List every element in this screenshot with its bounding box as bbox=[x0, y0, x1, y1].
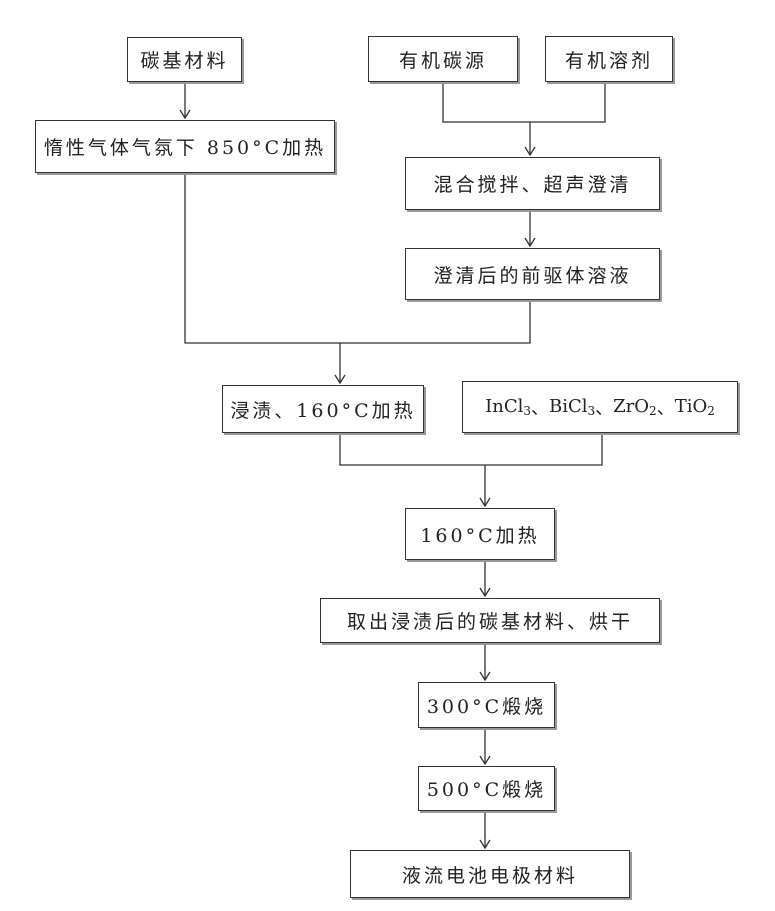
join-impregnate-additives bbox=[340, 433, 602, 465]
node-clarified-precursor: 澄清后的前驱体溶液 bbox=[405, 248, 660, 300]
additive-bicl3: BiCl3 bbox=[549, 396, 595, 418]
node-inert-gas-heat-label: 惰性气体气氛下 850°C加热 bbox=[44, 133, 326, 160]
node-mix-stir-ultrasonic-label: 混合搅拌、超声澄清 bbox=[433, 170, 631, 197]
node-additives: InCl3、BiCl3、ZrO2、TiO2 bbox=[462, 381, 738, 433]
node-remove-dry: 取出浸渍后的碳基材料、烘干 bbox=[320, 598, 660, 643]
node-calcine-500: 500°C煅烧 bbox=[418, 766, 555, 811]
node-heat-160-label: 160°C加热 bbox=[420, 521, 539, 548]
node-heat-160: 160°C加热 bbox=[405, 508, 555, 560]
node-organic-solvent-label: 有机溶剂 bbox=[565, 46, 653, 73]
node-impregnate-heat-160: 浸渍、160°C加热 bbox=[222, 385, 424, 433]
node-inert-gas-heat: 惰性气体气氛下 850°C加热 bbox=[35, 120, 335, 173]
node-organic-carbon-source-label: 有机碳源 bbox=[399, 46, 487, 73]
node-electrode-material-label: 液流电池电极材料 bbox=[402, 861, 578, 888]
additive-tio2: TiO2 bbox=[675, 396, 715, 418]
separator: 、 bbox=[531, 394, 549, 420]
node-calcine-500-label: 500°C煅烧 bbox=[427, 775, 546, 802]
node-impregnate-heat-160-label: 浸渍、160°C加热 bbox=[230, 396, 415, 423]
additive-incl3: InCl3 bbox=[485, 396, 531, 418]
separator: 、 bbox=[595, 394, 613, 420]
node-organic-carbon-source: 有机碳源 bbox=[368, 36, 518, 82]
node-carbon-material-label: 碳基材料 bbox=[140, 46, 228, 73]
node-organic-solvent: 有机溶剂 bbox=[545, 36, 673, 82]
separator: 、 bbox=[657, 394, 675, 420]
node-mix-stir-ultrasonic: 混合搅拌、超声澄清 bbox=[405, 157, 660, 210]
node-remove-dry-label: 取出浸渍后的碳基材料、烘干 bbox=[347, 607, 633, 634]
node-clarified-precursor-label: 澄清后的前驱体溶液 bbox=[433, 261, 631, 288]
node-calcine-300: 300°C煅烧 bbox=[418, 682, 555, 728]
additive-zro2: ZrO2 bbox=[613, 396, 657, 418]
node-carbon-material: 碳基材料 bbox=[127, 37, 242, 82]
node-electrode-material: 液流电池电极材料 bbox=[350, 850, 630, 898]
node-calcine-300-label: 300°C煅烧 bbox=[427, 692, 546, 719]
join-source-solvent bbox=[443, 82, 605, 122]
